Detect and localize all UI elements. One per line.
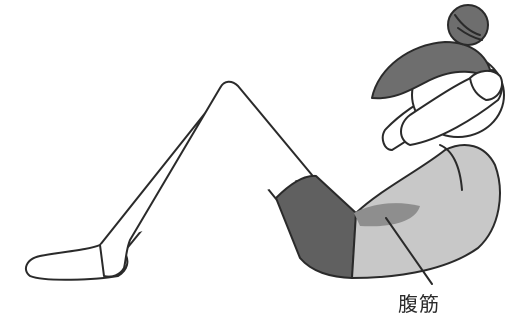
front-leg <box>100 82 312 277</box>
abdominal-muscle-label: 腹筋 <box>398 288 440 317</box>
shorts <box>276 176 356 278</box>
